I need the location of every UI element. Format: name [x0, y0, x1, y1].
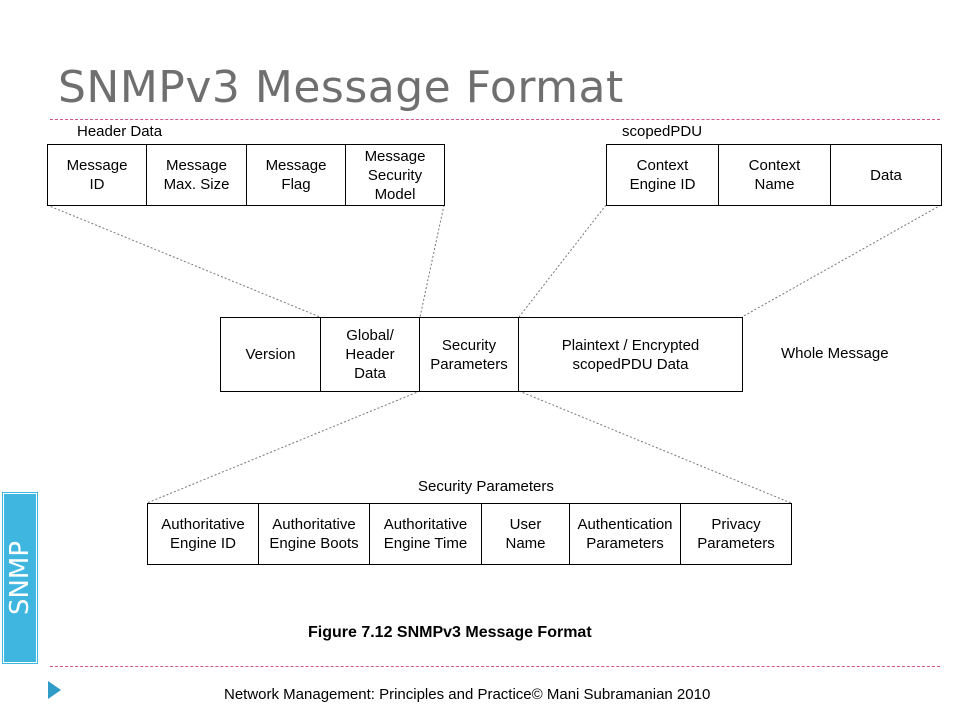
field-message-flag: Message Flag — [247, 145, 346, 205]
field-context-name: Context Name — [719, 145, 831, 205]
section-tab: SNMP — [2, 492, 38, 664]
security-parameters-label: Security Parameters — [418, 478, 554, 495]
scoped-pdu-label: scopedPDU — [622, 123, 703, 140]
field-version: Version — [221, 318, 321, 391]
field-message-security-model: Message Security Model — [364, 147, 426, 203]
figure-caption: Figure 7.12 SNMPv3 Message Format — [308, 624, 592, 641]
section-tab-label: SNMP — [5, 540, 36, 616]
bullet-arrow-icon — [48, 681, 61, 699]
whole-message-label: Whole Message — [781, 345, 889, 362]
field-authoritative-engine-time: Authoritative Engine Time — [370, 504, 482, 564]
scoped-pdu-row: Context Engine ID Context Name Data — [606, 144, 942, 206]
header-data-label: Header Data — [77, 123, 163, 140]
slide-title: SNMPv3 Message Format — [58, 62, 624, 113]
top-divider — [50, 119, 940, 120]
field-authentication-parameters: Authentication Parameters — [570, 504, 681, 564]
field-plaintext-encrypted-data: Plaintext / Encrypted scopedPDU Data — [561, 336, 700, 373]
whole-message-row: Version Global/ Header Data Security Par… — [220, 317, 743, 392]
field-user-name: User Name — [482, 504, 570, 564]
field-privacy-parameters: Privacy Parameters — [697, 516, 775, 552]
field-global-header-data: Global/ Header Data — [321, 318, 420, 391]
field-security-parameters: Security Parameters — [420, 318, 519, 391]
footer-text: Network Management: Principles and Pract… — [224, 686, 711, 703]
field-authoritative-engine-id: Authoritative Engine ID — [148, 504, 259, 564]
security-parameters-row: Authoritative Engine ID Authoritative En… — [147, 503, 792, 565]
field-message-max-size: Message Max. Size — [147, 145, 247, 205]
header-data-row: Message ID Message Max. Size Message Fla… — [47, 144, 445, 206]
field-message-id: Message ID — [48, 145, 147, 205]
field-data: Data — [870, 166, 902, 184]
bottom-divider — [50, 666, 940, 667]
field-authoritative-engine-boots: Authoritative Engine Boots — [259, 504, 370, 564]
field-context-engine-id: Context Engine ID — [607, 145, 719, 205]
